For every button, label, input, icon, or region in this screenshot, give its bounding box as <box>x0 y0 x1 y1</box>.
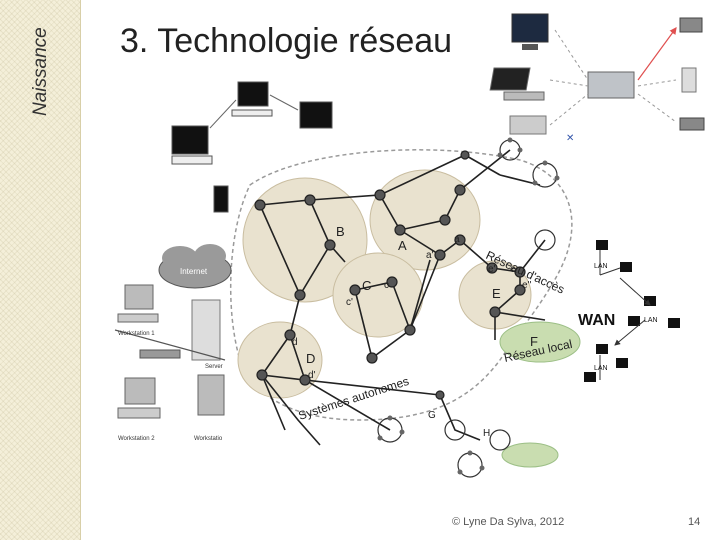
network-diagram: A B C D E F a a' c c' d d' e e' e'' G H … <box>114 13 705 478</box>
workstation-3-label: Workstatio <box>194 436 223 442</box>
wan-lan-links <box>599 250 651 380</box>
region-label-d: D <box>306 351 315 366</box>
node-label-d-prime: d' <box>308 370 316 381</box>
region-label-b: B <box>336 224 345 239</box>
region-label-c: C <box>362 278 371 293</box>
region-label-a: A <box>398 238 407 253</box>
network-nodes <box>254 150 526 400</box>
red-link-arrow <box>637 27 677 81</box>
region-f <box>499 321 581 363</box>
node-label-d: d <box>292 337 298 348</box>
region-label-f: F <box>530 334 538 349</box>
region-b <box>242 177 368 303</box>
node-label-c-prime: c' <box>346 297 353 308</box>
node-label-g: G <box>428 410 436 421</box>
lan-links-top <box>209 94 299 129</box>
close-icon: ✕ <box>566 133 574 144</box>
lan-label-right: LAN <box>644 317 658 324</box>
region-h-local <box>501 442 559 468</box>
page-number: 14 <box>688 516 701 528</box>
hardware-links <box>549 29 677 126</box>
node-label-a: a <box>454 234 460 245</box>
copyright-footer: © Lyne Da Sylva, 2012 <box>452 516 565 528</box>
region-label-e: E <box>492 286 501 301</box>
sidebar-label: Naissance <box>30 27 51 116</box>
wan-label: WAN <box>578 312 615 329</box>
workstation-cluster <box>114 284 226 419</box>
cloud-label: Internet <box>180 267 208 276</box>
region-c <box>332 252 424 338</box>
node-label-h: H <box>483 428 490 439</box>
top-right-hardware <box>489 13 705 135</box>
workstation-1-label: Workstation 1 <box>118 331 155 337</box>
wan-lan-topology <box>584 240 680 382</box>
workstation-2-label: Workstation 2 <box>118 436 155 442</box>
server-label: Server <box>205 364 223 370</box>
node-label-c: c <box>384 280 389 291</box>
hub-cluster-nodes <box>377 137 560 475</box>
node-label-e-prime: e' <box>488 264 496 275</box>
sidebar-band: Naissance <box>0 0 81 540</box>
lan-label-top: LAN <box>594 263 608 270</box>
node-label-e: e <box>510 264 516 275</box>
node-label-e-double-prime: e'' <box>522 280 531 291</box>
desktop-computer-icons <box>171 81 333 213</box>
internet-cloud: Internet <box>158 244 232 289</box>
page-title: 3. Technologie réseau <box>120 22 453 60</box>
node-label-a-prime: a' <box>426 250 434 261</box>
lan-label-bottom: LAN <box>594 365 608 372</box>
